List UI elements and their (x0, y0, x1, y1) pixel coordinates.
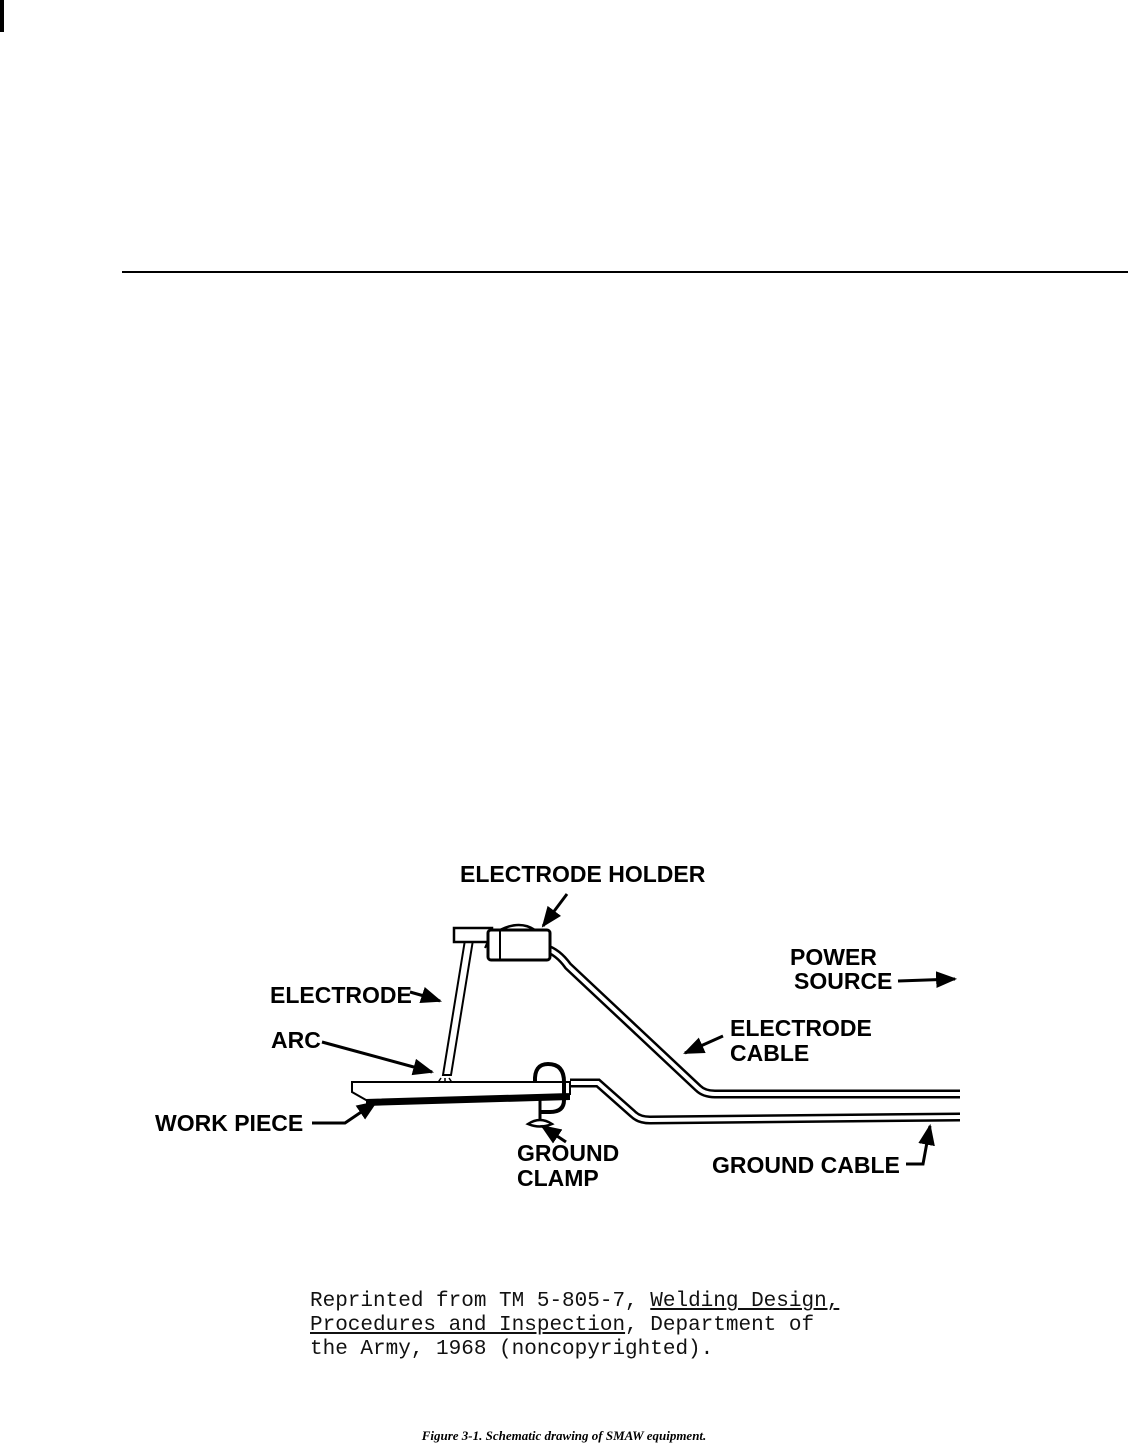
figure-caption: Figure 3-1. Schematic drawing of SMAW eq… (421, 1428, 707, 1443)
smaw-diagram: ELECTRODE HOLDER POWER SOURCE ELECTRODE … (155, 861, 960, 1191)
page-edge-marker (0, 0, 4, 32)
electrode-holder (452, 923, 552, 962)
ground-cable (570, 1078, 960, 1125)
label-ground-cable: GROUND CABLE (712, 1152, 900, 1178)
label-electrode-cable-1: ELECTRODE (730, 1015, 872, 1041)
credit-line2-b: , Department of (625, 1314, 815, 1337)
work-piece (351, 1081, 571, 1106)
label-electrode: ELECTRODE (270, 982, 412, 1008)
electrode-cable (543, 943, 960, 1099)
label-source: SOURCE (794, 968, 892, 994)
electrode-rod (441, 939, 475, 1076)
label-clamp: CLAMP (517, 1165, 599, 1191)
label-ground: GROUND (517, 1140, 619, 1166)
horizontal-rule (122, 271, 1128, 273)
credit-title-part2: Procedures and Inspection (310, 1314, 626, 1337)
label-work-piece: WORK PIECE (155, 1110, 303, 1136)
label-electrode-cable-2: CABLE (730, 1040, 809, 1066)
credit-line1-a: Reprinted from TM 5-805-7, (310, 1290, 651, 1313)
label-arc: ARC (271, 1027, 321, 1053)
label-power: POWER (790, 944, 877, 970)
credit-line3: the Army, 1968 (noncopyrighted). (310, 1338, 714, 1361)
label-electrode-holder: ELECTRODE HOLDER (460, 861, 706, 887)
reprint-credit: Reprinted from TM 5-805-7, Welding Desig… (310, 1290, 950, 1362)
credit-title-part1: Welding Design, (650, 1290, 840, 1313)
label-arrows (312, 893, 958, 1166)
